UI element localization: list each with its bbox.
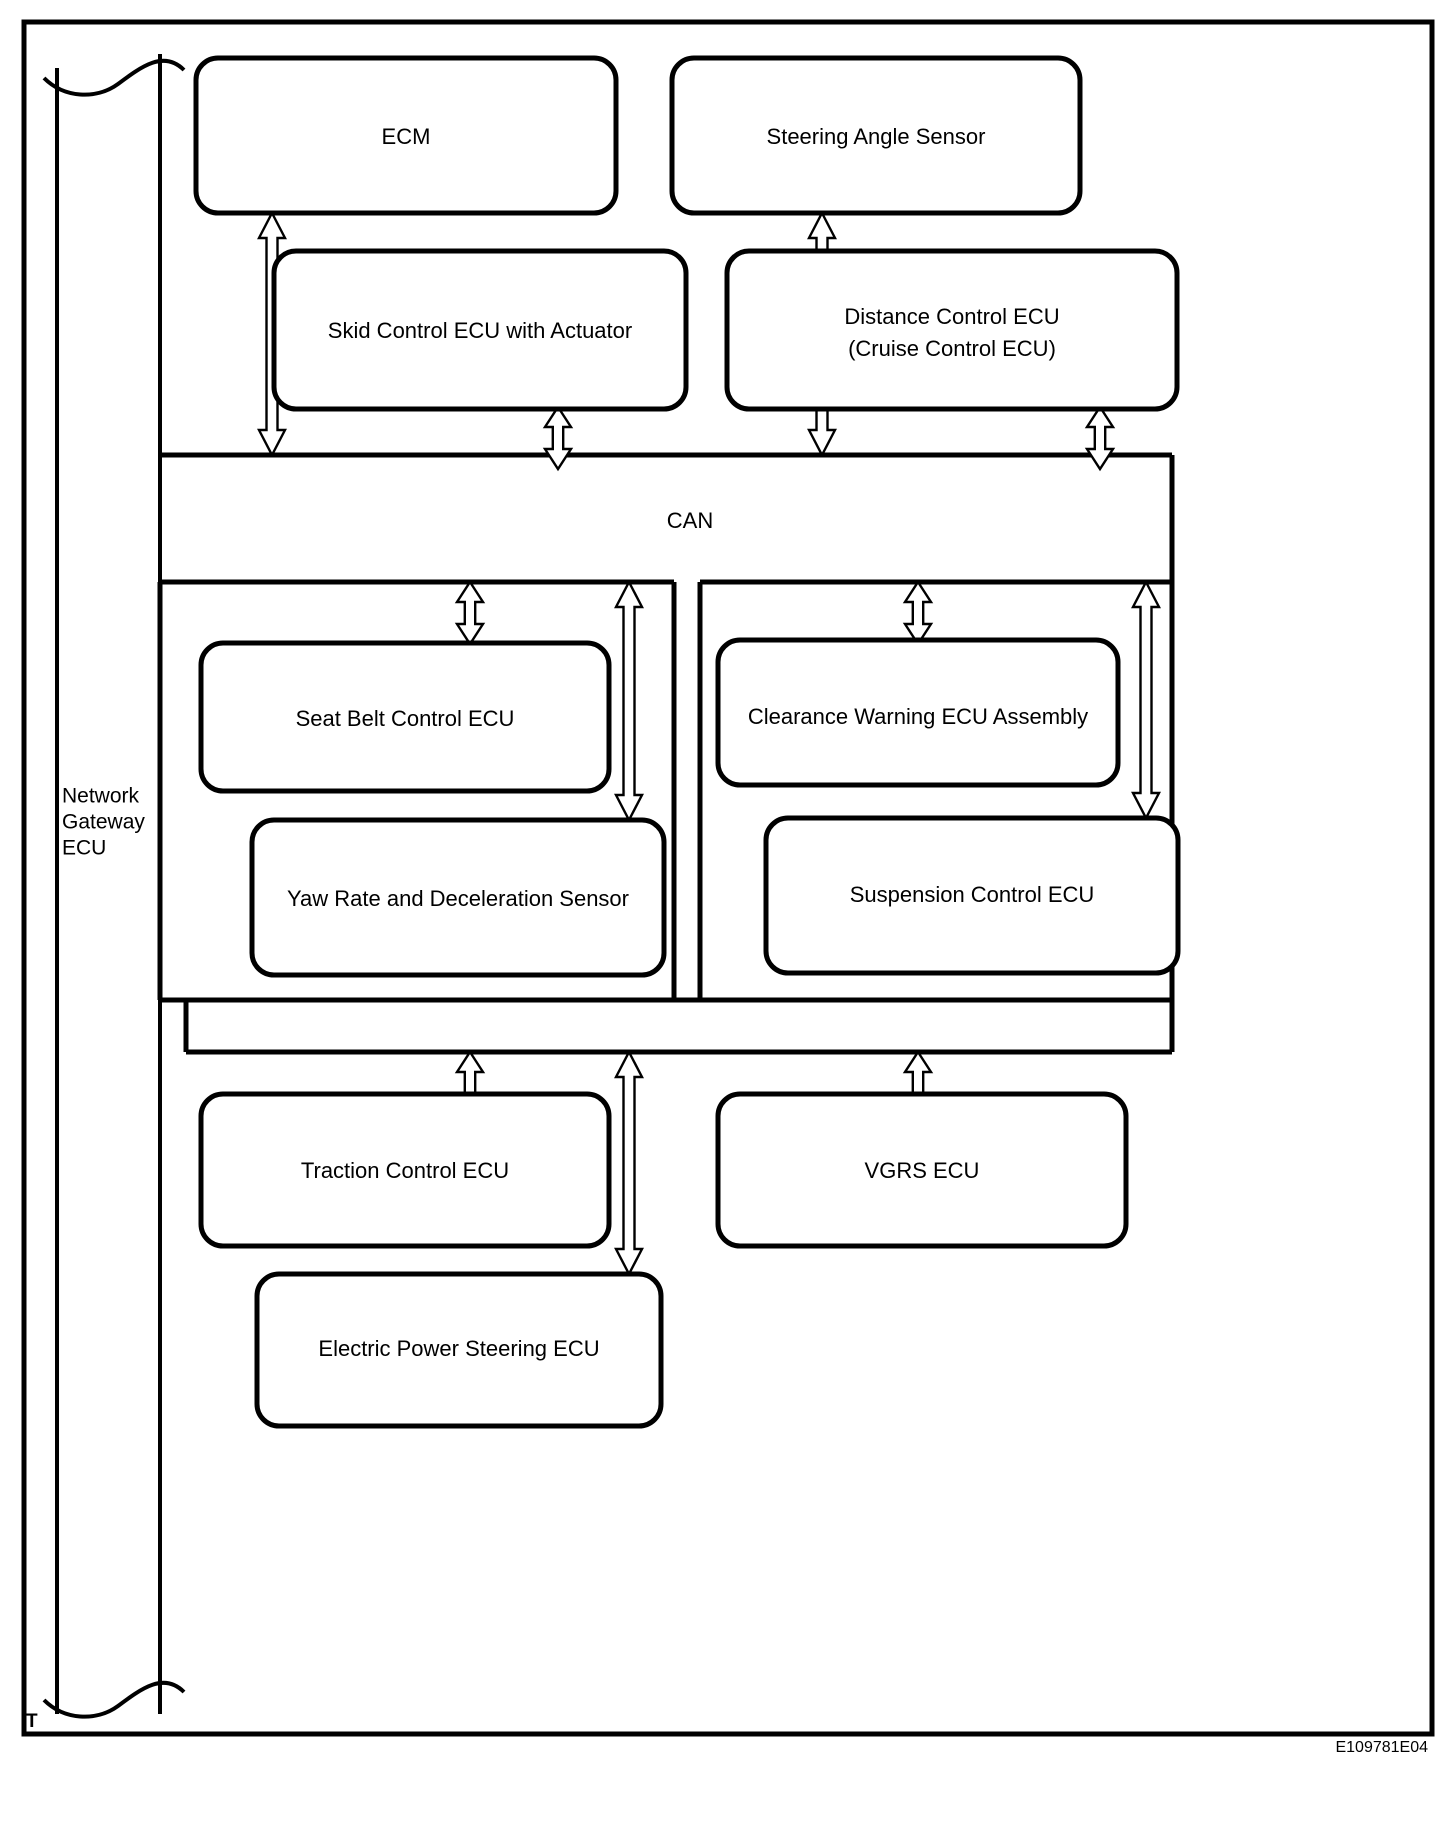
node-vgrs-ecu-label: VGRS ECU [865, 1158, 980, 1183]
node-traction-control-ecu-label: Traction Control ECU [301, 1158, 509, 1183]
node-clearance-warning-ecu-label: Clearance Warning ECU Assembly [748, 704, 1088, 729]
node-ecm-box[interactable] [193, 55, 619, 216]
node-electric-power-steering-ecu[interactable]: Electric Power Steering ECU [254, 1271, 664, 1429]
gateway-label-line-1: Network [62, 785, 140, 808]
network-gateway-ecu-channel [42, 54, 186, 1719]
node-skid-control-ecu-box[interactable] [271, 248, 689, 412]
connector-subbus-to-electric-power-steering-ecu [614, 1049, 644, 1277]
node-electric-power-steering-ecu-box[interactable] [254, 1271, 664, 1429]
node-seat-belt-control-ecu[interactable]: Seat Belt Control ECU [198, 640, 612, 794]
connector-can-to-distance-control-ecu [1085, 405, 1115, 471]
gateway-break-top [42, 58, 186, 97]
gateway-label-line-2: Gateway [62, 811, 145, 834]
node-skid-control-ecu-label: Skid Control ECU with Actuator [328, 318, 632, 343]
can-main-bus [160, 452, 1175, 585]
node-distance-control-ecu[interactable]: Distance Control ECU (Cruise Control ECU… [724, 248, 1180, 412]
node-traction-control-ecu-box[interactable] [198, 1091, 612, 1249]
outer-frame [21, 19, 1435, 1737]
can-bus-label: CAN [667, 508, 713, 533]
node-suspension-control-ecu-label: Suspension Control ECU [850, 882, 1095, 907]
sub-bus-bottom [183, 997, 1175, 1055]
document-code: E109781E04 [1335, 1739, 1428, 1756]
node-vgrs-ecu[interactable]: VGRS ECU [715, 1091, 1129, 1249]
node-suspension-control-ecu-box[interactable] [763, 815, 1181, 976]
connector-subbus-to-suspension-control-ecu [1131, 579, 1161, 821]
node-yaw-rate-sensor-box[interactable] [249, 817, 667, 978]
connector-subbus-to-seat-belt-control-ecu [455, 580, 485, 646]
node-ecm-label: ECM [382, 124, 431, 149]
node-traction-control-ecu[interactable]: Traction Control ECU [198, 1091, 612, 1249]
node-steering-angle-sensor[interactable]: Steering Angle Sensor [669, 55, 1083, 216]
gateway-label-line-3: ECU [62, 837, 106, 860]
gateway-break-bottom [42, 1680, 186, 1719]
node-seat-belt-control-ecu-box[interactable] [198, 640, 612, 794]
node-suspension-control-ecu[interactable]: Suspension Control ECU [763, 815, 1181, 976]
node-ecm[interactable]: ECM [193, 55, 619, 216]
node-distance-control-ecu-label-2: (Cruise Control ECU) [848, 336, 1056, 361]
node-steering-angle-sensor-label: Steering Angle Sensor [767, 124, 986, 149]
connector-subbus-to-yaw-rate-sensor [614, 579, 644, 823]
corner-mark-t: T [26, 1711, 38, 1732]
connector-can-to-skid-control-ecu [543, 405, 573, 471]
node-distance-control-ecu-label: Distance Control ECU [844, 304, 1059, 329]
node-clearance-warning-ecu[interactable]: Clearance Warning ECU Assembly [715, 637, 1121, 788]
node-yaw-rate-sensor-label: Yaw Rate and Deceleration Sensor [287, 886, 629, 911]
node-distance-control-ecu-box[interactable] [724, 248, 1180, 412]
node-electric-power-steering-ecu-label: Electric Power Steering ECU [318, 1336, 599, 1361]
connector-subbus-to-clearance-warning-ecu [903, 580, 933, 646]
node-steering-angle-sensor-box[interactable] [669, 55, 1083, 216]
node-clearance-warning-ecu-box[interactable] [715, 637, 1121, 788]
node-skid-control-ecu[interactable]: Skid Control ECU with Actuator [271, 248, 689, 412]
node-yaw-rate-sensor[interactable]: Yaw Rate and Deceleration Sensor [249, 817, 667, 978]
node-vgrs-ecu-box[interactable] [715, 1091, 1129, 1249]
node-seat-belt-control-ecu-label: Seat Belt Control ECU [296, 706, 515, 731]
